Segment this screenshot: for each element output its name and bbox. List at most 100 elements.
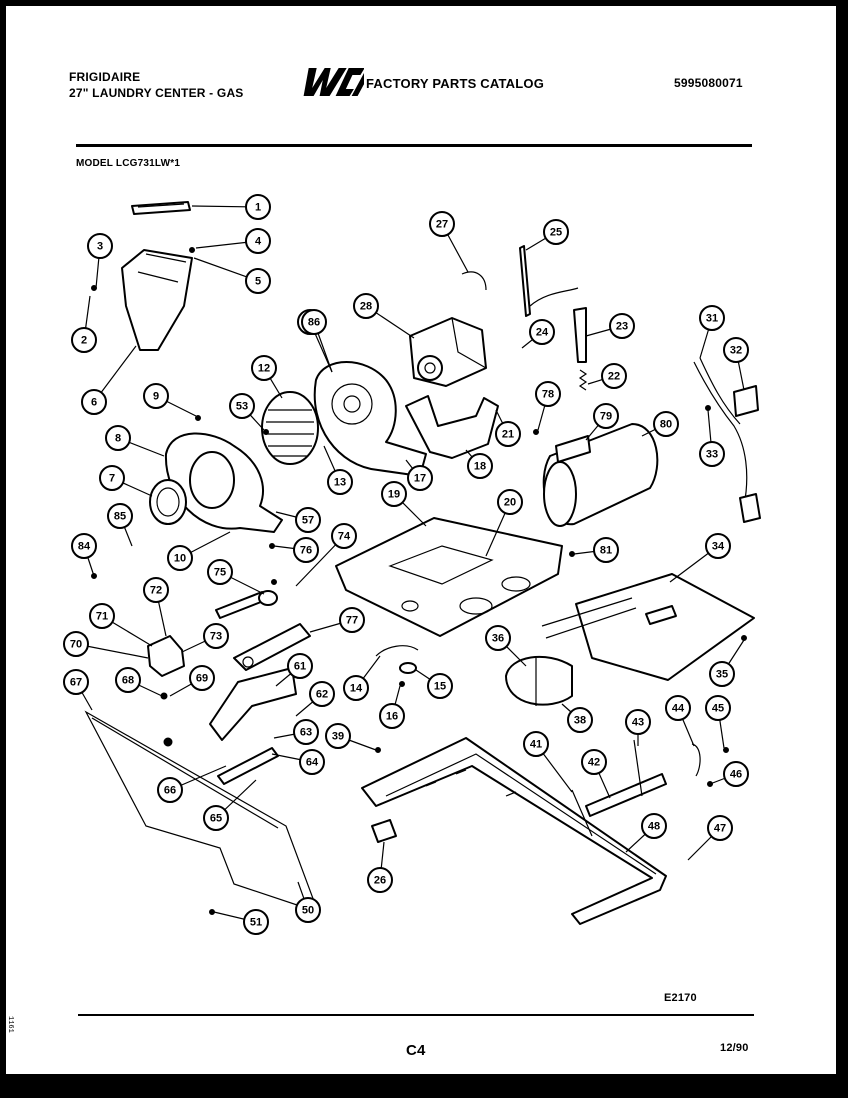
- callout-47: 47: [707, 815, 733, 841]
- callout-circle: [143, 577, 169, 603]
- callout-number: 6: [91, 397, 97, 409]
- callout-circle: [243, 909, 269, 935]
- callout-circle: [229, 393, 255, 419]
- page-number: C4: [406, 1042, 426, 1059]
- callout-circle: [723, 337, 749, 363]
- callout-number: 64: [306, 757, 319, 769]
- callout-64: 64: [299, 749, 325, 775]
- callout-number: 45: [712, 703, 724, 715]
- callout-circle: [601, 363, 627, 389]
- callout-circle: [299, 749, 325, 775]
- callout-25: 25: [543, 219, 569, 245]
- callout-circle: [287, 653, 313, 679]
- callout-circle: [641, 813, 667, 839]
- callout-75: 75: [207, 559, 233, 585]
- callout-circle: [705, 695, 731, 721]
- footer-rule: [78, 1014, 754, 1016]
- callout-number: 23: [616, 321, 628, 333]
- callout-number: 25: [550, 227, 562, 239]
- callout-number: 81: [600, 545, 612, 557]
- callout-circle: [529, 319, 555, 345]
- callout-number: 4: [255, 236, 262, 248]
- callout-number: 12: [258, 363, 270, 375]
- callout-48: 48: [641, 813, 667, 839]
- callout-circle: [467, 453, 493, 479]
- callout-18: 18: [467, 453, 493, 479]
- callout-circle: [495, 421, 521, 447]
- callout-44: 44: [665, 695, 691, 721]
- callout-62: 62: [309, 681, 335, 707]
- callout-circle: [699, 305, 725, 331]
- callout-53: 53: [229, 393, 255, 419]
- callout-number: 66: [164, 785, 176, 797]
- callout-42: 42: [581, 749, 607, 775]
- callout-number: 39: [332, 731, 344, 743]
- callout-74: 74: [331, 523, 357, 549]
- callout-circle: [99, 465, 125, 491]
- callout-79: 79: [593, 403, 619, 429]
- callout-34: 34: [705, 533, 731, 559]
- callout-13: 13: [327, 469, 353, 495]
- callout-number: 20: [504, 497, 516, 509]
- callout-57: 57: [295, 507, 321, 533]
- callout-circle: [245, 228, 271, 254]
- callout-number: 63: [300, 727, 312, 739]
- callout-10: 10: [167, 545, 193, 571]
- callout-33: 33: [699, 441, 725, 467]
- callout-circle: [203, 805, 229, 831]
- callout-number: 80: [660, 419, 672, 431]
- callout-number: 78: [542, 389, 554, 401]
- callout-number: 10: [174, 553, 186, 565]
- callout-number: 77: [346, 615, 358, 627]
- callout-1: 1: [245, 194, 271, 220]
- callout-circle: [105, 425, 131, 451]
- callout-19: 19: [381, 481, 407, 507]
- callout-32: 32: [723, 337, 749, 363]
- callout-31: 31: [699, 305, 725, 331]
- callout-circle: [71, 533, 97, 559]
- callout-circle: [89, 603, 115, 629]
- callout-circle: [63, 669, 89, 695]
- callout-number: 5: [255, 276, 261, 288]
- callout-41: 41: [523, 731, 549, 757]
- callout-16: 16: [379, 703, 405, 729]
- part-drawings: [84, 201, 761, 925]
- callout-number: 18: [474, 461, 486, 473]
- callout-20: 20: [497, 489, 523, 515]
- callout-36: 36: [485, 625, 511, 651]
- product-subtitle: 27" LAUNDRY CENTER - GAS: [69, 86, 244, 100]
- callout-7: 7: [99, 465, 125, 491]
- callout-number: 68: [122, 675, 134, 687]
- callout-circle: [625, 709, 651, 735]
- callout-number: 13: [334, 477, 346, 489]
- callout-circle: [593, 403, 619, 429]
- callout-23: 23: [609, 313, 635, 339]
- callout-number: 62: [316, 689, 328, 701]
- callout-71: 71: [89, 603, 115, 629]
- callout-circle: [485, 625, 511, 651]
- callout-circle: [295, 507, 321, 533]
- callout-number: 70: [70, 639, 82, 651]
- callout-circle: [367, 867, 393, 893]
- callout-number: 7: [109, 473, 115, 485]
- callout-35: 35: [709, 661, 735, 687]
- callout-46: 46: [723, 761, 749, 787]
- exploded-parts-diagram: 1234567891012131415161718192021222324252…: [63, 194, 761, 935]
- brand-name: FRIGIDAIRE: [69, 70, 141, 84]
- callout-circle: [115, 667, 141, 693]
- callout-number: 14: [350, 683, 363, 695]
- callout-number: 61: [294, 661, 306, 673]
- parts-sheet: FRIGIDAIRE 27" LAUNDRY CENTER - GAS FACT…: [6, 6, 836, 1074]
- callout-39: 39: [325, 723, 351, 749]
- callout-circle: [699, 441, 725, 467]
- catalog-title: FACTORY PARTS CATALOG: [366, 76, 545, 91]
- callout-51: 51: [243, 909, 269, 935]
- callout-number: 43: [632, 717, 644, 729]
- callout-9: 9: [143, 383, 169, 409]
- callout-circle: [353, 293, 379, 319]
- callout-2: 2: [71, 327, 97, 353]
- callout-6: 6: [81, 389, 107, 415]
- callout-number: 33: [706, 449, 718, 461]
- callout-43: 43: [625, 709, 651, 735]
- callout-45: 45: [705, 695, 731, 721]
